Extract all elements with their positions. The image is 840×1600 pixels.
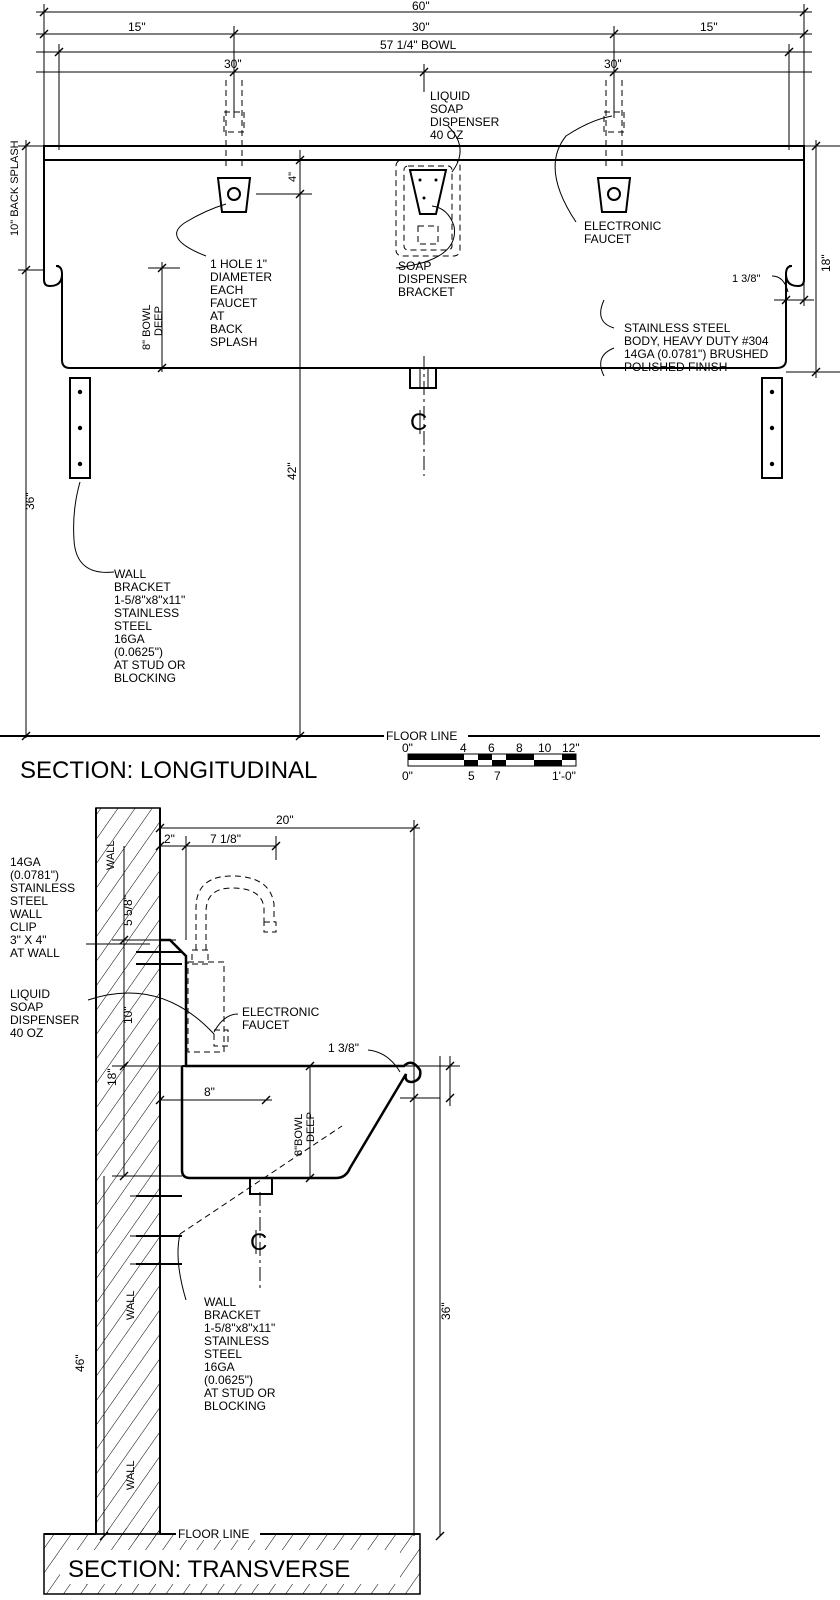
note-faucet-transverse: ELECTRONIC FAUCET xyxy=(242,1005,323,1032)
scale-bottom-1ft: 1'-0" xyxy=(552,769,576,783)
dim-forty-six: 46" xyxy=(73,1354,87,1372)
transverse-drain: C xyxy=(249,1177,273,1290)
dim-bowl-deep-transverse: 8"BOWL xyxy=(293,1114,305,1156)
wall-anchors xyxy=(130,951,182,1265)
note-dispenser-bracket: SOAP DISPENSER BRACKET xyxy=(398,259,471,299)
dim-eighteen-transverse: 18" xyxy=(105,1068,119,1086)
note-soap-dispenser: LIQUID SOAP DISPENSER 40 OZ xyxy=(430,89,503,142)
graphic-scale xyxy=(407,753,577,767)
dim-faucet-left-30: 30" xyxy=(224,57,242,71)
dim-center-30: 30" xyxy=(412,20,430,34)
scale-top-0: 0" xyxy=(402,741,413,755)
note-wall-bracket-long: WALL BRACKET 1-5/8"x8"x11" STAINLESS STE… xyxy=(114,567,189,685)
dim-five-five-eighth: 5 5/8" xyxy=(121,895,135,926)
dim-eight: 8" xyxy=(204,1085,215,1099)
note-wall-bracket-transverse: WALL BRACKET 1-5/8"x8"x11" STAINLESS STE… xyxy=(204,1295,279,1413)
scale-top-8: 8 xyxy=(516,741,523,755)
scale-top-12: 12" xyxy=(562,741,580,755)
wall-bracket-left xyxy=(69,377,91,479)
soap-dispenser xyxy=(395,159,461,257)
wall-label-middle: WALL xyxy=(125,1290,137,1320)
leader-lines-longitudinal xyxy=(73,115,615,573)
floor-line-label-longitudinal: FLOOR LINE xyxy=(386,729,457,743)
dim-thirty-six-transverse: 36" xyxy=(439,1302,453,1320)
scale-top-10: 10 xyxy=(538,741,552,755)
dim-bowl-deep-line1: 8" BOWL xyxy=(141,305,153,350)
title-transverse: SECTION: TRANSVERSE xyxy=(68,1556,350,1583)
dim-overall-60: 60" xyxy=(412,0,430,13)
dim-rim-transverse: 1 3/8" xyxy=(328,1041,359,1055)
dim-four: 4" xyxy=(287,172,299,182)
dim-two: 2" xyxy=(164,832,175,846)
dimension-lines-top xyxy=(36,4,812,150)
drain-centerline: C xyxy=(409,356,437,476)
note-wall-clip: 14GA (0.0781") STAINLESS STEEL WALL CLIP… xyxy=(10,855,78,960)
note-soap-transverse: LIQUID SOAP DISPENSER 40 OZ xyxy=(10,987,83,1040)
transverse-section: WALL WALL WALL C xyxy=(10,807,460,1595)
wall-hatched xyxy=(43,807,421,1595)
right-faucet xyxy=(596,80,632,213)
centerline-symbol-transverse: C xyxy=(250,1229,267,1256)
longitudinal-section: 60" 15" 30" 15" 57 1/4" BOWL 30" 30" xyxy=(0,0,840,784)
dim-faucet-right-30: 30" xyxy=(604,57,622,71)
leader-lines-transverse xyxy=(86,943,343,1301)
dim-thirty-six: 36" xyxy=(23,492,37,510)
scale-bottom-5: 5 xyxy=(468,769,475,783)
wall-bracket-right xyxy=(761,377,783,479)
sink-profile xyxy=(160,938,422,1180)
note-stainless-body: STAINLESS STEEL BODY, HEAVY DUTY #304 14… xyxy=(624,321,772,374)
dim-seven-eighth: 7 1/8" xyxy=(210,832,241,846)
dim-bowl-deep-line2: DEEP xyxy=(153,306,165,336)
centerline-symbol: C xyxy=(410,409,427,436)
floor-line-label-transverse: FLOOR LINE xyxy=(178,1527,249,1541)
dim-bowl-length: 57 1/4" BOWL xyxy=(380,38,457,52)
wall-label-bottom: WALL xyxy=(125,1460,137,1490)
wall-label-top: WALL xyxy=(105,840,117,870)
scale-top-6: 6 xyxy=(488,741,495,755)
dim-ten: 10" xyxy=(121,1006,135,1024)
scale-bottom-0: 0" xyxy=(402,769,413,783)
scale-top-4: 4 xyxy=(460,741,467,755)
note-hole-diameter: 1 HOLE 1" DIAMETER EACH FAUCET AT BACK S… xyxy=(210,257,275,349)
left-faucet xyxy=(216,80,252,213)
dim-left-15: 15" xyxy=(128,20,146,34)
dim-rim-1-3-8: 1 3/8" xyxy=(732,273,760,285)
dim-right-15: 15" xyxy=(700,20,718,34)
dim-eighteen: 18" xyxy=(819,254,833,272)
dimension-lines-transverse xyxy=(99,820,460,1541)
dim-forty-two: 42" xyxy=(285,462,299,480)
dim-backsplash-10: 10" BACK SPLASH xyxy=(9,140,21,236)
faucet-profile xyxy=(187,875,277,1053)
title-longitudinal: SECTION: LONGITUDINAL xyxy=(20,757,317,784)
dim-bowl-deep-transverse-2: DEEP xyxy=(305,1112,317,1142)
note-electronic-faucet: ELECTRONIC FAUCET xyxy=(584,219,665,246)
dim-twenty: 20" xyxy=(276,813,294,827)
scale-bottom-7: 7 xyxy=(494,769,501,783)
